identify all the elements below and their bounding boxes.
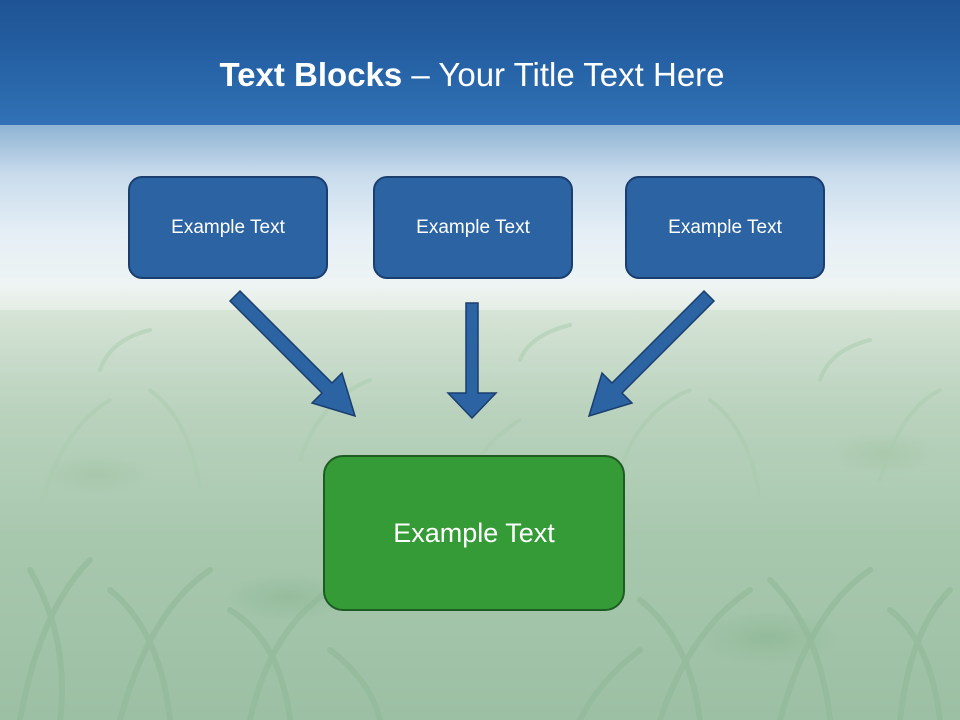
sky-header-band: [0, 0, 960, 135]
text-block-left-label: Example Text: [171, 216, 285, 238]
text-block-right-label: Example Text: [668, 216, 782, 238]
text-block-center[interactable]: Example Text: [373, 176, 573, 279]
cornfield-leaves: [17, 323, 953, 720]
title-regular-part: Your Title Text Here: [438, 56, 725, 93]
title-dash: –: [402, 56, 439, 93]
title-bold-part: Text Blocks: [219, 56, 403, 93]
slide-title: Text Blocks – Your Title Text Here: [0, 52, 944, 98]
text-block-target-label: Example Text: [393, 517, 555, 548]
text-block-center-label: Example Text: [416, 216, 530, 238]
text-block-right[interactable]: Example Text: [625, 176, 825, 279]
text-block-target[interactable]: Example Text: [323, 455, 625, 611]
text-block-left[interactable]: Example Text: [128, 176, 328, 279]
